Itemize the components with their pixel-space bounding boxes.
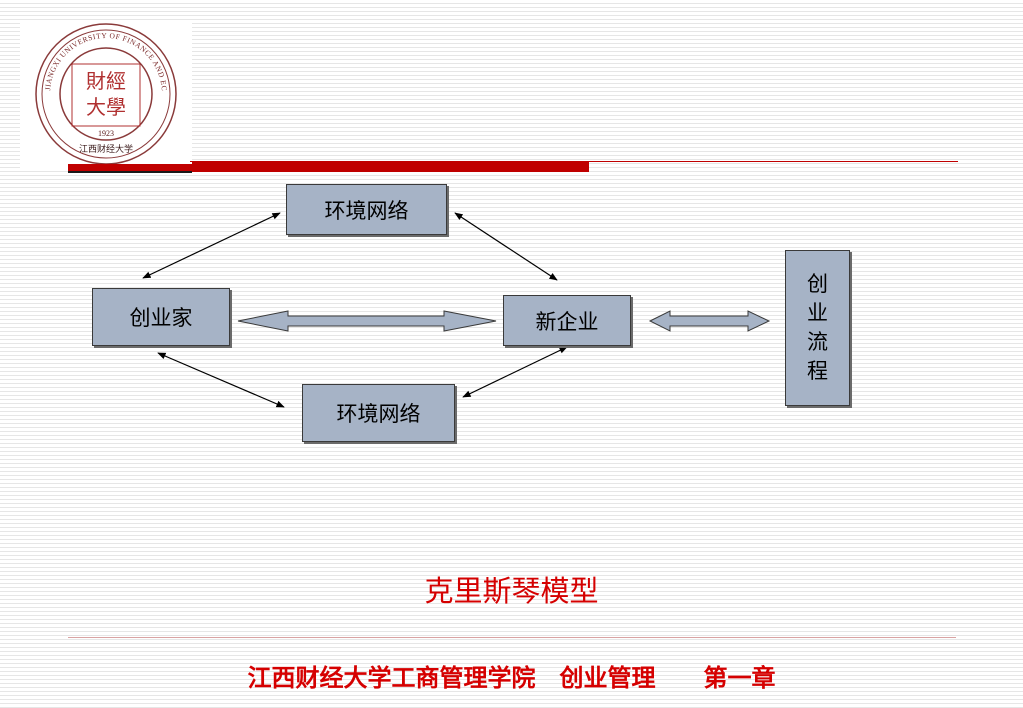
university-seal-icon: JIANGXI UNIVERSITY OF FINANCE AND ECONOM… [20, 20, 177, 165]
node-entrepreneur: 创业家 [92, 288, 230, 346]
node-entrepreneurial-process: 创 业 流 程 [785, 250, 850, 406]
node-new-venture: 新企业 [503, 295, 631, 346]
svg-text:財經: 財經 [86, 69, 126, 93]
arrow-env-bottom-venture [462, 346, 568, 398]
header-rule-dark [68, 171, 192, 173]
process-char: 创 [807, 272, 828, 296]
footer-rule [68, 637, 956, 638]
header-rule-thick [68, 164, 589, 172]
logo-year: 1923 [98, 129, 114, 138]
svg-text:大學: 大學 [86, 95, 126, 119]
arrow-entrepreneur-env-top [142, 212, 281, 279]
double-arrow-venture-process [648, 310, 771, 332]
double-arrow-entrepreneur-venture [237, 310, 497, 332]
university-logo: JIANGXI UNIVERSITY OF FINANCE AND ECONOM… [20, 20, 192, 168]
header-rule-upper [192, 161, 589, 164]
arrow-entrepreneur-env-bottom [157, 352, 285, 408]
logo-bottom-text: 江西财经大学 [79, 143, 133, 155]
node-env-network-bottom: 环境网络 [302, 384, 455, 442]
footer-text: 江西财经大学工商管理学院 创业管理 第一章 [247, 664, 776, 692]
diagram-caption: 克里斯琴模型 [424, 574, 599, 608]
process-char: 业 [807, 301, 828, 325]
process-char: 流 [807, 330, 828, 354]
arrow-env-top-venture [454, 212, 558, 281]
process-char: 程 [807, 359, 828, 383]
node-env-network-top: 环境网络 [286, 184, 447, 235]
